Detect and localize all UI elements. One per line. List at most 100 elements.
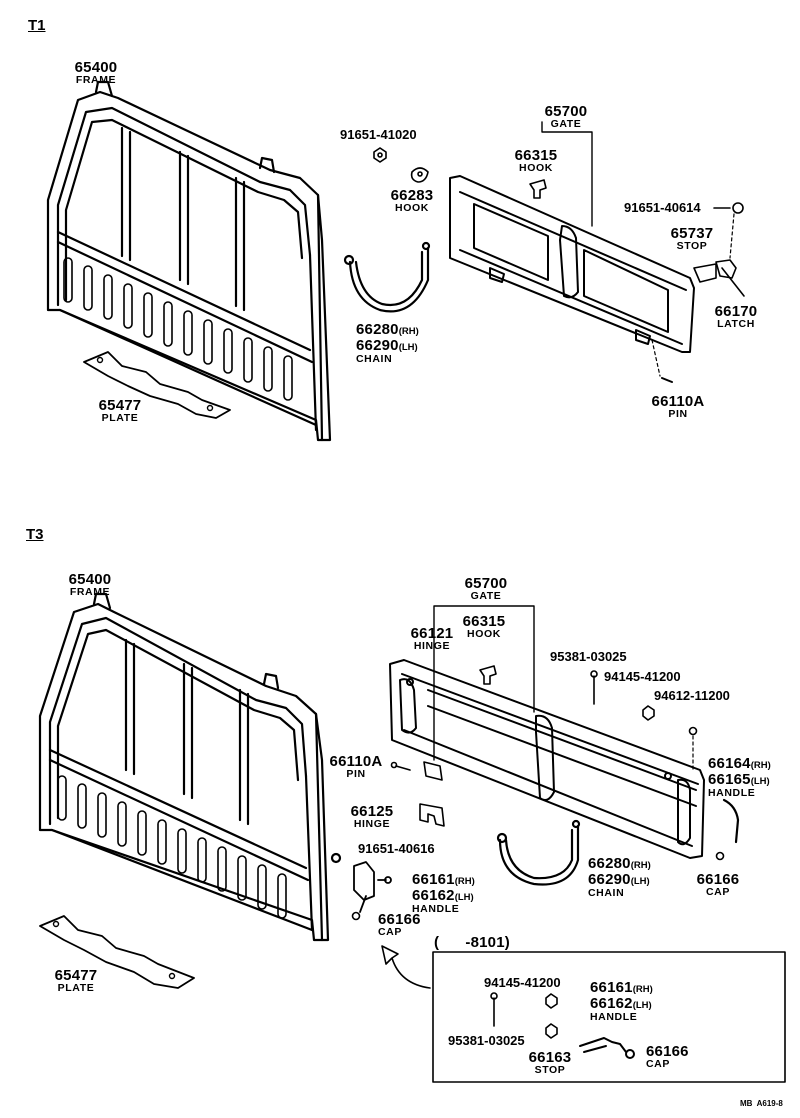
t1-plate-number: 65477 [98, 397, 142, 414]
t3-handle-left-lh-suffix: (LH) [454, 892, 474, 903]
t3-nut-label: 94612-11200 [654, 688, 730, 703]
t1-frame-name: FRAME [75, 74, 117, 86]
t1-gate-number: 65700 [544, 103, 588, 120]
t1-hook-small-drawing [410, 167, 429, 183]
inset-washer-label: 94145-41200 [484, 975, 561, 990]
t3-hinge1-name: HINGE [413, 640, 451, 652]
t1-frame-slots [63, 257, 293, 401]
inset-screw-drawing [490, 992, 498, 1027]
t3-handle-right-lh-suffix: (LH) [750, 776, 770, 787]
t1-frame-label: 65400 FRAME [75, 60, 118, 86]
t1-chain-lh-suffix: (LH) [398, 342, 418, 353]
inset-stop-name: STOP [534, 1064, 566, 1076]
t1-bolt-label: 91651-41020 [340, 127, 417, 142]
t1-latch-label: 66170 LATCH [715, 304, 758, 330]
t1-chain-name: CHAIN [356, 353, 393, 365]
t3-hinge2-name: HINGE [353, 818, 391, 830]
t3-frame-name: FRAME [69, 586, 111, 598]
t3-chain-lh-suffix: (LH) [630, 876, 650, 887]
inset-handle-drawing [579, 1037, 635, 1059]
t1-bolt-drawing [373, 147, 387, 163]
t1-frame-number: 65400 [74, 59, 118, 76]
t1-stop-name: STOP [676, 240, 708, 252]
t1-pin-name: PIN [668, 408, 688, 420]
t3-frame-slots [57, 775, 287, 919]
t3-handle-left-lh-number: 66162 [412, 887, 455, 904]
t1-hook-small-label: 66283 HOOK [391, 188, 434, 214]
t3-handle-left-name: HANDLE [412, 903, 460, 915]
t3-gate-bracket [433, 605, 535, 761]
t3-pin-drawing [390, 761, 411, 771]
t3-gate-drawing [389, 659, 705, 859]
t1-latch-name: LATCH [717, 318, 755, 330]
t3-pin-label: 66110A PIN [330, 754, 383, 780]
inset-handle-name: HANDLE [590, 1011, 638, 1023]
t3-hook-number: 66315 [462, 613, 506, 630]
t3-nut-drawing [688, 726, 698, 736]
t1-hook-name: HOOK [519, 162, 553, 174]
inset-stop-number: 66163 [528, 1049, 572, 1066]
t3-handle-right-drawing [722, 798, 740, 844]
t3-chain-rh-number: 66280 [588, 855, 631, 872]
t3-bolt-label: 91651-40616 [358, 841, 435, 856]
t3-chain-name: CHAIN [588, 887, 625, 899]
t3-washer-drawing [642, 705, 655, 721]
t3-hinge1-label: 66121 HINGE [411, 626, 454, 652]
t3-chain-lh-number: 66290 [588, 871, 631, 888]
inset-cap-number: 66166 [646, 1043, 689, 1060]
t1-latch-number: 66170 [714, 303, 758, 320]
t1-chain-lh-number: 66290 [356, 337, 399, 354]
t1-gate-name: GATE [550, 118, 582, 130]
t3-pin-name: PIN [346, 768, 366, 780]
t3-handle-left-label: 66161(RH) 66162(LH) HANDLE [412, 872, 475, 915]
t3-frame-number: 65400 [68, 571, 112, 588]
t1-gate-drawing [449, 175, 695, 353]
t3-hinge2-drawing [419, 803, 445, 827]
t3-cap-right-number: 66166 [696, 871, 740, 888]
t3-frame-drawing [38, 592, 342, 942]
t1-gate-label: 65700 GATE [545, 104, 588, 130]
t1-pin-number: 66110A [651, 393, 705, 410]
t1-hook-small-number: 66283 [390, 187, 434, 204]
t1-latch-drawing [693, 259, 745, 297]
t1-bolt2-drawing [713, 202, 744, 214]
t1-chain-rh-number: 66280 [356, 321, 399, 338]
t3-cap-right-drawing [715, 851, 725, 861]
inset-washer-drawing [545, 993, 558, 1009]
t3-gate-number: 65700 [464, 575, 508, 592]
t3-handle-left-drawing [353, 861, 392, 913]
t1-hook-small-name: HOOK [395, 202, 429, 214]
t3-gate-hook-drawing [479, 665, 497, 685]
inset-handle-rh-number: 66161 [590, 979, 633, 996]
section-t3-heading: T3 [26, 526, 44, 543]
t3-plate-label: 65477 PLATE [55, 968, 98, 994]
reference-code: MB A619-8 [740, 1099, 783, 1108]
t3-handle-left-rh-number: 66161 [412, 871, 455, 888]
t3-hook-label: 66315 HOOK [463, 614, 506, 640]
t3-handle-right-lh-number: 66165 [708, 771, 751, 788]
t3-plate-name: PLATE [57, 982, 95, 994]
t3-plate-drawing [39, 915, 195, 989]
t3-chain-rh-suffix: (RH) [630, 860, 651, 871]
section-t1-heading: T1 [28, 17, 46, 34]
t3-screw-drawing [590, 670, 598, 705]
t1-plate-drawing [83, 351, 231, 419]
t3-handle-left-rh-suffix: (RH) [454, 876, 475, 887]
t3-handle-right-name: HANDLE [708, 787, 756, 799]
t1-pin-label: 66110A PIN [652, 394, 705, 420]
inset-screw-label: 95381-03025 [448, 1033, 525, 1048]
t1-chain-rh-suffix: (RH) [398, 326, 419, 337]
inset-range-label: ( -8101) [434, 934, 510, 951]
inset-handle-label: 66161(RH) 66162(LH) HANDLE [590, 980, 653, 1023]
inset-handle-lh-number: 66162 [590, 995, 633, 1012]
t1-stop-number: 65737 [670, 225, 714, 242]
inset-arrow [381, 945, 431, 989]
t3-hinge2-number: 66125 [350, 803, 394, 820]
t3-cap-left-number: 66166 [378, 911, 421, 928]
inset-stop-drawing [545, 1023, 558, 1039]
t1-latch-leader [729, 213, 735, 259]
t1-chain-label: 66280(RH) 66290(LH) CHAIN [356, 322, 419, 365]
t1-hook-label: 66315 HOOK [515, 148, 558, 174]
t3-hinge1-drawing [423, 761, 443, 781]
